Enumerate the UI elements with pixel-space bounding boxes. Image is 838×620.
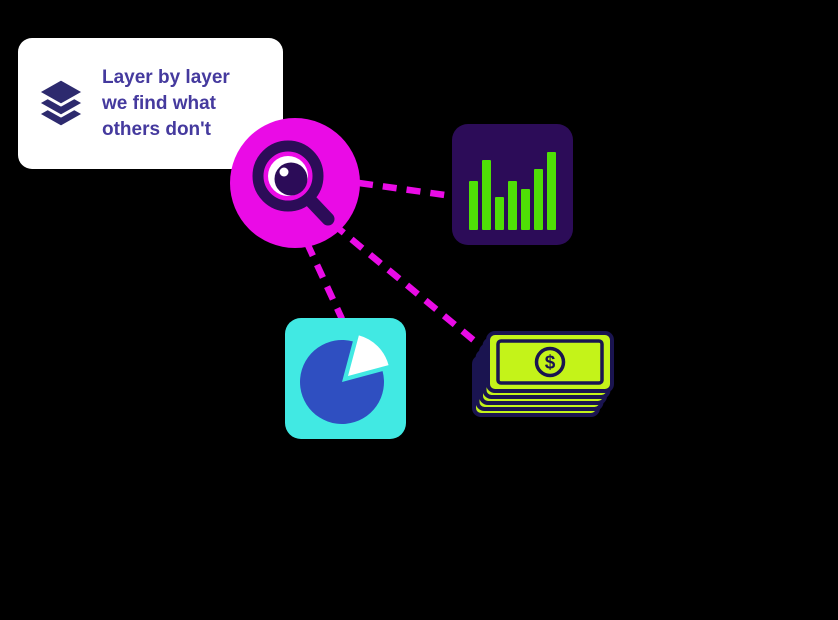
bar [534,168,543,230]
layers-icon [38,78,84,128]
tagline-line-2: we find what [102,92,216,114]
connector-to-money [330,221,480,346]
search-eye-node [230,118,360,248]
bar-group [466,148,559,230]
bar [495,197,504,230]
bar [547,152,556,230]
dollar-symbol: $ [545,353,556,374]
tagline-text: Layer by layer we find what others don't [102,65,230,143]
bar-chart-node [452,124,573,245]
pie-chart-icon [300,335,389,424]
bar [469,180,478,230]
tagline-line-3: others don't [102,118,212,140]
pie-chart-node [285,318,406,439]
tagline-card: Layer by layer we find what others don't [18,38,283,169]
connector-to-bar-chart [358,179,453,200]
bar [521,189,530,230]
tagline-line-1: Layer by layer [102,66,230,88]
bar [508,180,517,230]
connector-to-pie-chart [304,241,345,321]
eye-magnifier-icon [230,118,360,248]
bar [482,160,491,230]
money-node: $ [472,330,617,422]
money-stack-icon: $ [472,331,614,417]
